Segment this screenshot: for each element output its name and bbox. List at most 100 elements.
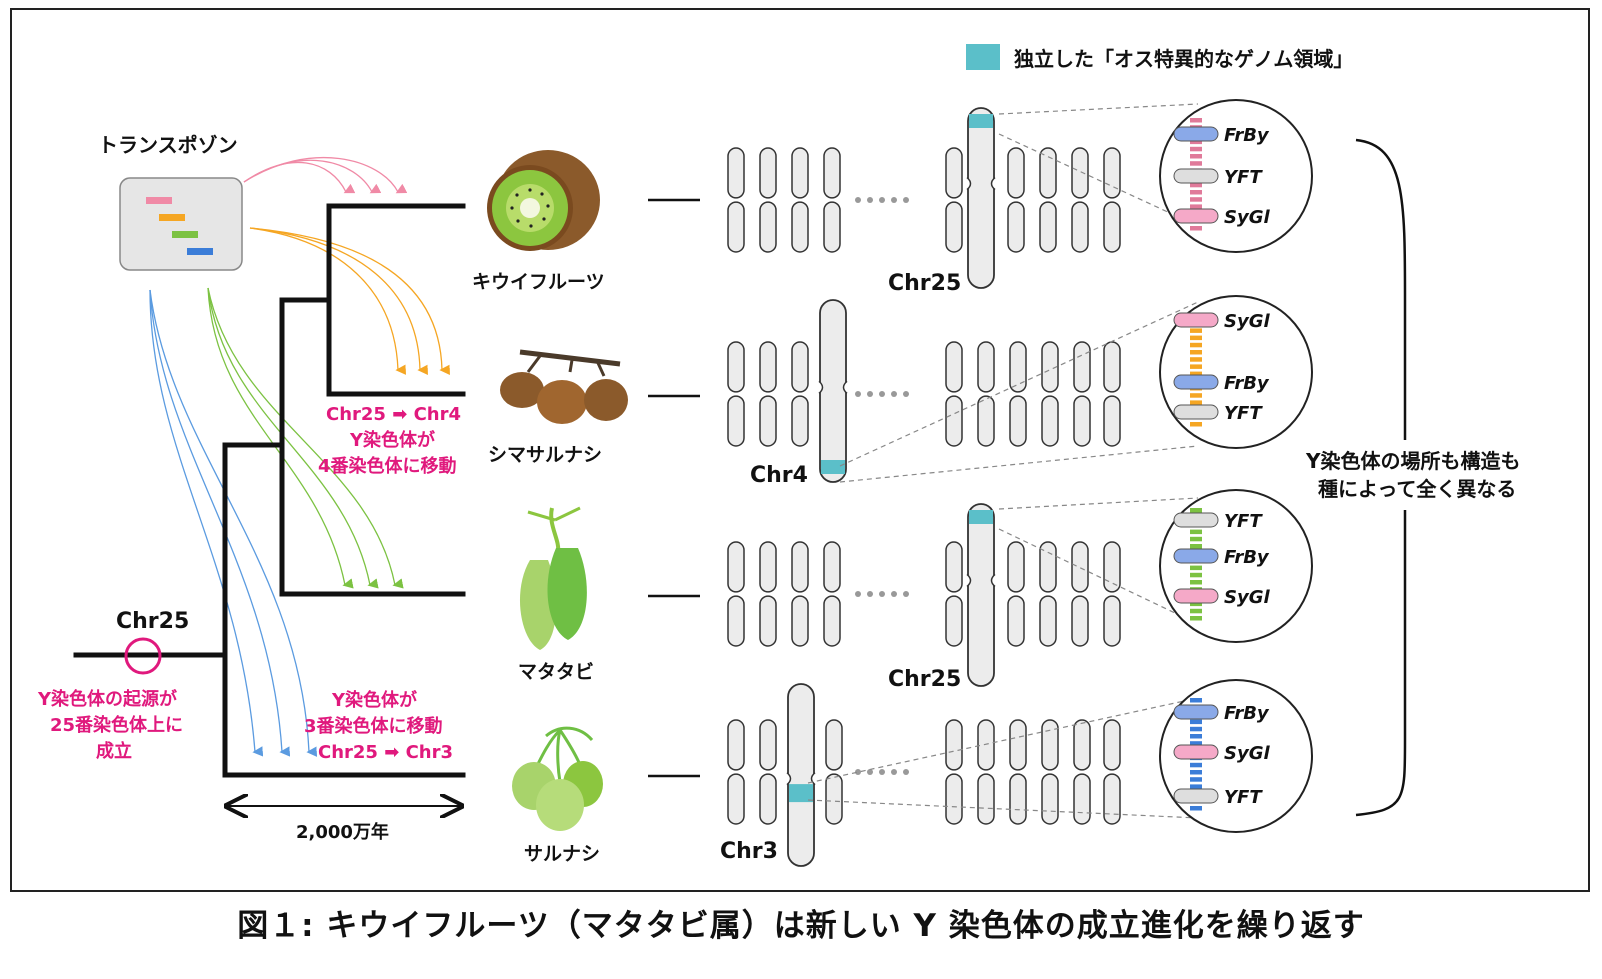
root-marker: Chr25 — [116, 609, 189, 675]
gene-block — [1173, 744, 1219, 760]
evolution-diagram: 独立した「オス特異的なゲノム領域」 トランスポゾン — [37, 44, 1521, 867]
gene-label: SyGl — [1224, 587, 1270, 608]
chromosome — [1103, 719, 1121, 825]
gene-label: FrBy — [1224, 547, 1270, 568]
chromosome-row-3 — [727, 503, 1121, 687]
gene-block — [1173, 126, 1219, 142]
gene-block — [1173, 788, 1219, 804]
chromosome — [1071, 541, 1089, 647]
chromosome — [1073, 719, 1091, 825]
male-specific-region — [969, 510, 993, 524]
chromosome — [1103, 147, 1121, 253]
chromosome — [727, 541, 745, 647]
chromosome — [1007, 147, 1025, 253]
chr-label-sarunashi: Chr3 — [720, 839, 778, 864]
origin-line-3: 成立 — [96, 740, 132, 762]
origin-circle — [124, 637, 162, 675]
ellipsis-dots — [855, 591, 909, 597]
chr-label-matatabi: Chr25 — [888, 667, 961, 692]
kiwifruit-illustration — [487, 150, 600, 251]
gene-label: SyGl — [1224, 311, 1270, 332]
chromosome — [977, 719, 995, 825]
phylogenetic-tree — [73, 203, 466, 778]
gene-label: YFT — [1224, 167, 1263, 188]
figure-caption: 図１: キウイフルーツ（マタタビ属）は新しい Y 染色体の成立進化を繰り返す — [237, 908, 1365, 944]
chr4-move-line-2: Y染色体が — [349, 429, 435, 451]
species-connectors — [648, 198, 700, 778]
y-chromosome — [966, 503, 996, 687]
chromosome — [977, 341, 995, 447]
chromosome — [945, 719, 963, 825]
y-chromosome — [966, 107, 996, 289]
y-chromosome — [818, 299, 848, 483]
legend-label: 独立した「オス特異的なゲノム領域」 — [1014, 47, 1353, 71]
legend-swatch — [966, 44, 1000, 70]
chromosome — [759, 719, 777, 825]
ellipsis-dots — [855, 769, 909, 775]
timescale-label: 2,000万年 — [296, 821, 389, 843]
timescale: 2,000万年 — [228, 806, 460, 843]
summary-line-2: 種によって全く異なる — [1318, 477, 1516, 501]
chromosome — [1039, 541, 1057, 647]
chr4-move-line-1: Chr25 ➡ Chr4 — [326, 404, 461, 425]
sarunashi-illustration — [512, 726, 603, 831]
chromosome — [1039, 147, 1057, 253]
summary-line-1: Y染色体の場所も構造も — [1305, 449, 1520, 473]
chromosome-labels: Chr25 Chr4 Chr25 Chr3 — [720, 271, 961, 864]
transposon-box — [119, 177, 243, 271]
chr-label-kiwifruit: Chr25 — [888, 271, 961, 296]
gene-block — [1173, 512, 1219, 528]
chromosome — [1071, 147, 1089, 253]
species-name-matatabi: マタタビ — [518, 661, 594, 683]
chromosome — [823, 541, 841, 647]
chromosome — [1103, 541, 1121, 647]
chromosome-row-1 — [727, 107, 1121, 289]
gene-label: FrBy — [1224, 125, 1270, 146]
male-specific-region — [969, 114, 993, 128]
gene-label: YFT — [1224, 403, 1263, 424]
root-chr-label: Chr25 — [116, 609, 189, 634]
gene-label: FrBy — [1224, 373, 1270, 394]
chromosome — [1007, 541, 1025, 647]
gene-block — [1173, 168, 1219, 184]
transposon-arrows — [149, 156, 450, 757]
gene-label: FrBy — [1224, 703, 1270, 724]
transposon-bar-orange — [159, 214, 185, 221]
chromosome-sets — [727, 107, 1121, 867]
y-chromosome — [786, 683, 816, 867]
transposon-group: トランスポゾン — [98, 133, 243, 271]
chr4-move-line-3: 4番染色体に移動 — [318, 455, 457, 477]
chromosome — [1009, 341, 1027, 447]
transposon-bar-pink — [146, 197, 172, 204]
transposon-label: トランスポゾン — [98, 133, 238, 157]
species-name-sarunashi: サルナシ — [524, 843, 600, 865]
chromosome — [1041, 341, 1059, 447]
origin-line-2: 25番染色体上に — [50, 714, 183, 736]
ellipsis-dots — [855, 391, 909, 397]
chromosome — [727, 147, 745, 253]
chromosome — [945, 147, 963, 253]
figure-frame — [10, 8, 1590, 892]
chromosome — [759, 147, 777, 253]
zoom-lines — [807, 103, 1199, 819]
gene-block — [1173, 208, 1219, 224]
gene-zoom-circles: FrByYFTSyGlSyGlFrByYFTYFTFrBySyGlFrBySyG… — [1159, 99, 1313, 833]
event-labels: Y染色体の起源が 25番染色体上に 成立 Chr25 ➡ Chr4 Y染色体が … — [37, 404, 461, 763]
gene-block — [1173, 548, 1219, 564]
species-name-kiwifruit: キウイフルーツ — [472, 271, 605, 293]
gene-block — [1173, 404, 1219, 420]
chr3-move-line-1: Y染色体が — [331, 689, 417, 711]
ellipsis-dots — [855, 197, 909, 203]
chromosome — [825, 719, 843, 825]
chromosome — [759, 541, 777, 647]
chromosome — [727, 719, 745, 825]
chromosome — [791, 341, 809, 447]
chromosome-row-4 — [727, 683, 1121, 867]
chromosome — [1041, 719, 1059, 825]
gene-block — [1173, 374, 1219, 390]
gene-block — [1173, 704, 1219, 720]
chromosome — [1103, 341, 1121, 447]
chr3-move-line-2: 3番染色体に移動 — [304, 715, 443, 737]
